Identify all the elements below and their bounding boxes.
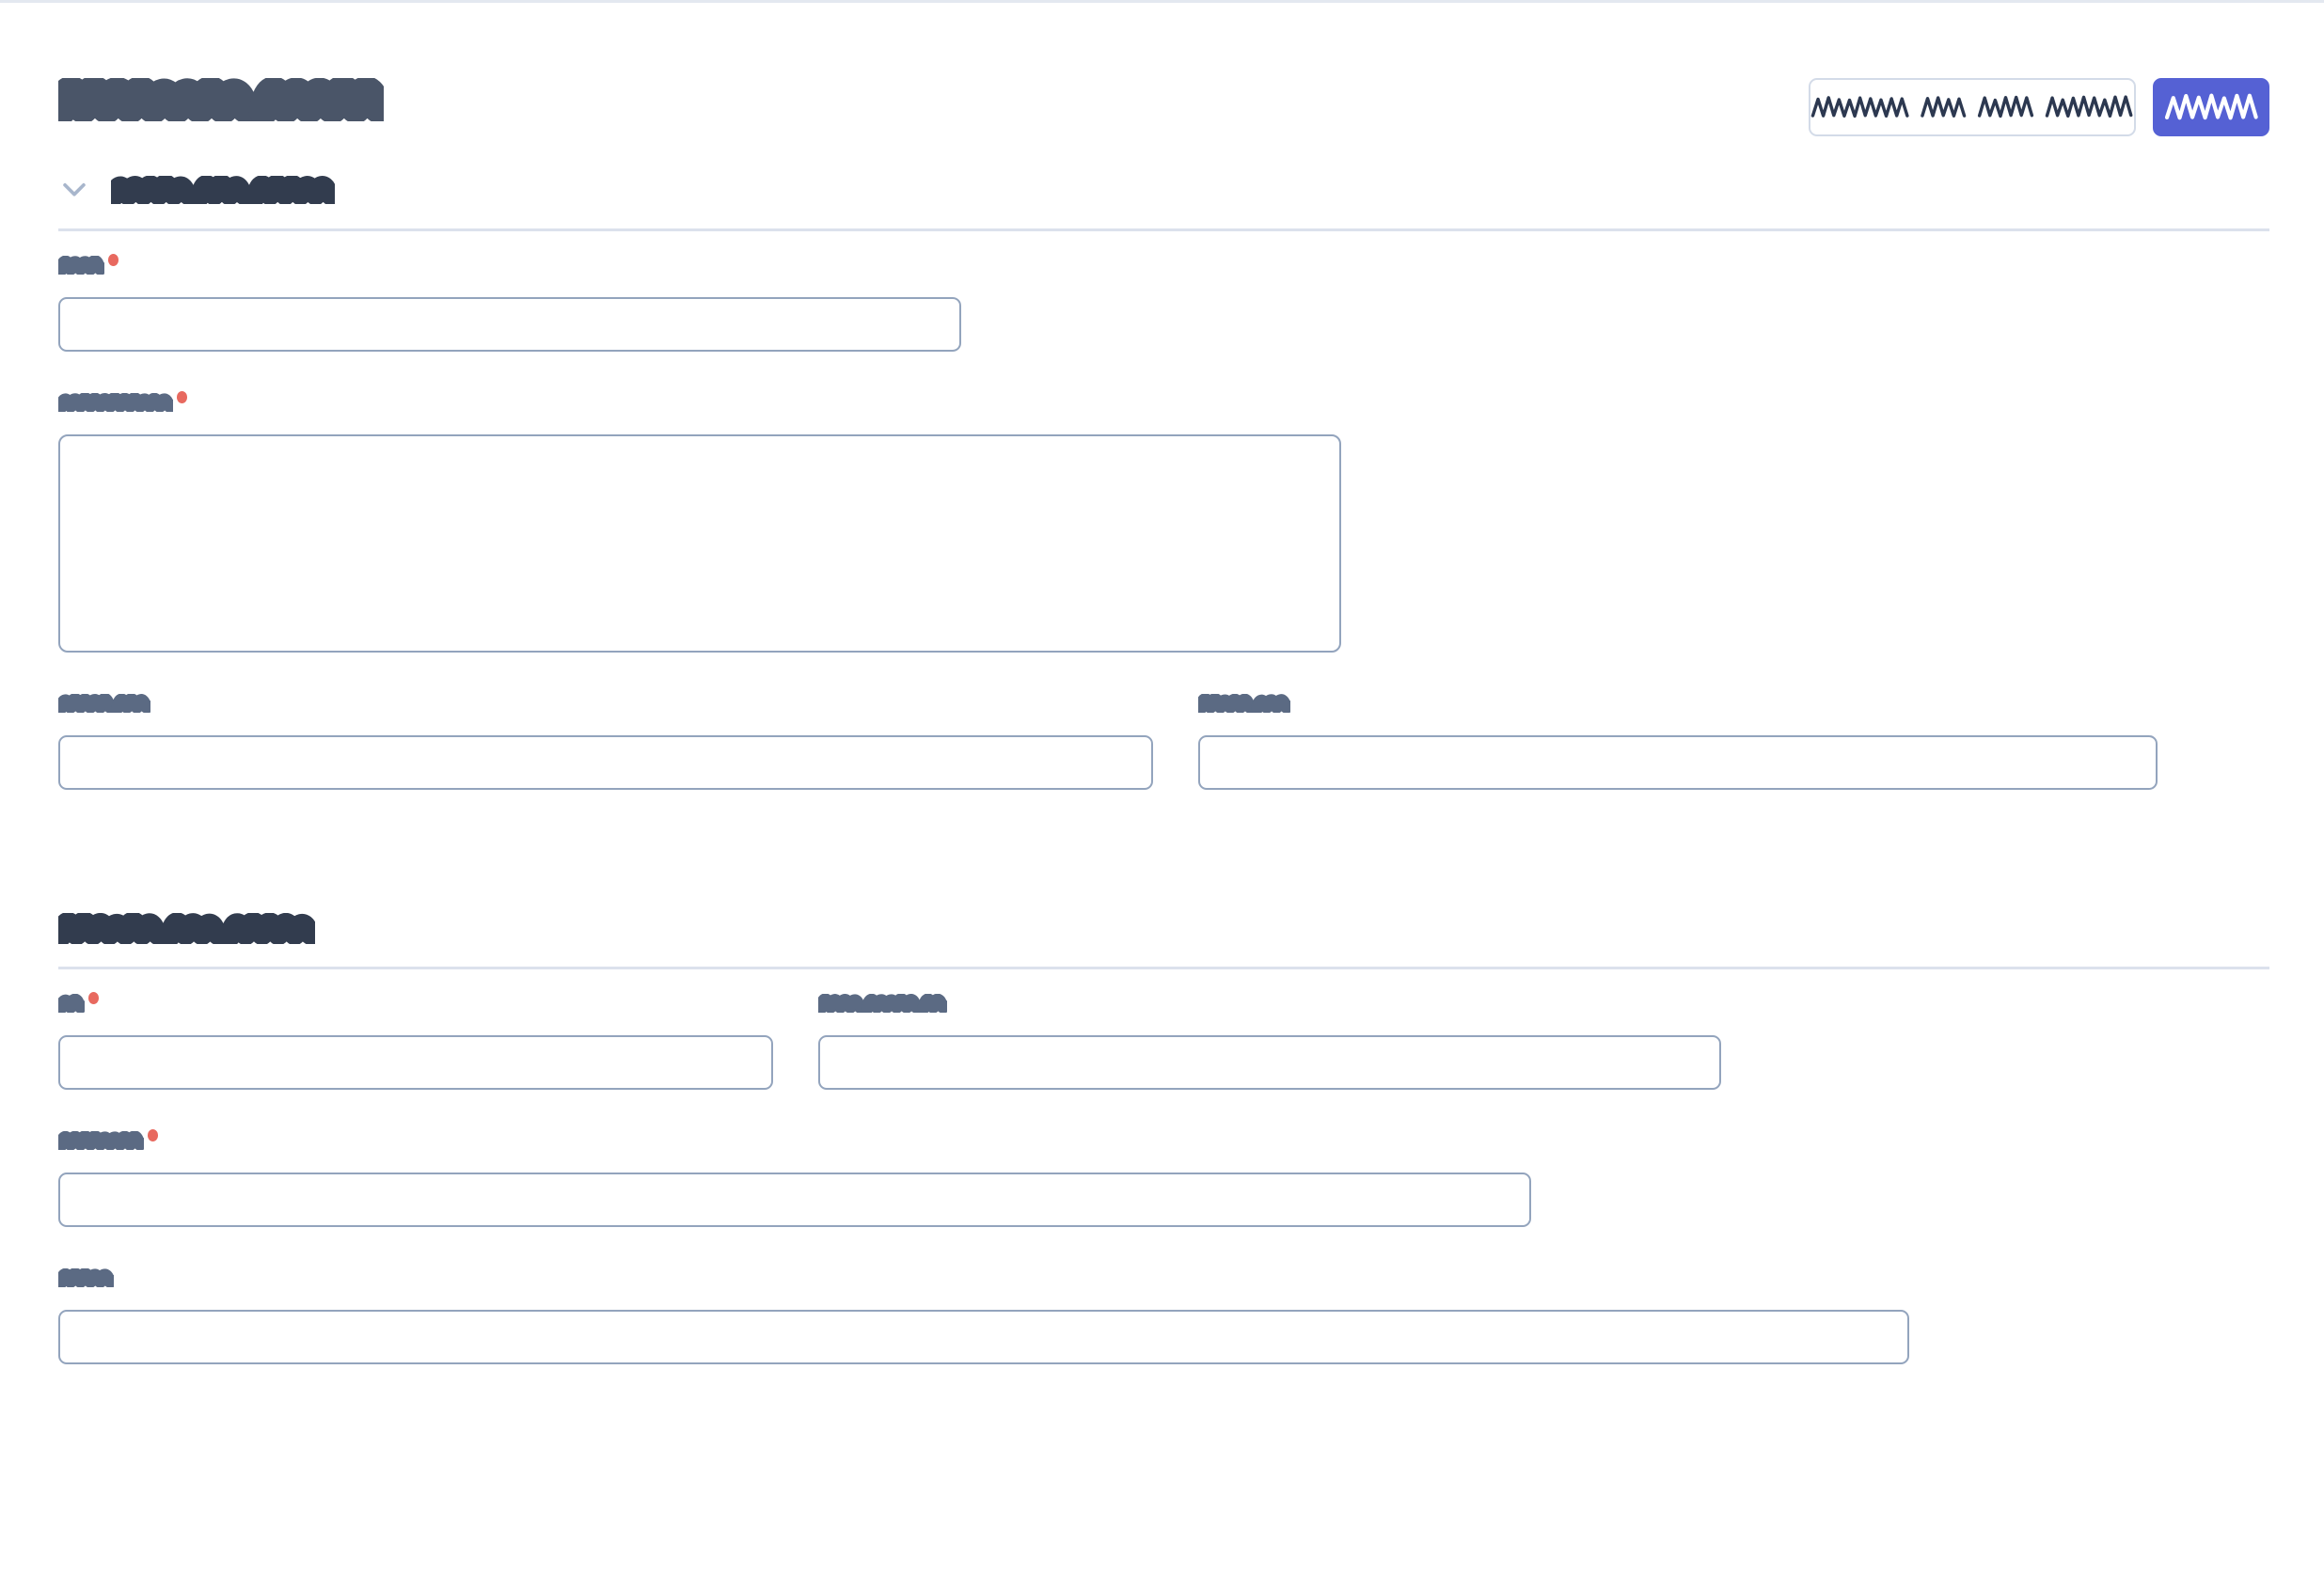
required-marker [88, 992, 99, 1004]
section-title [111, 176, 335, 204]
section-fields [58, 969, 2269, 1364]
section-title [58, 913, 315, 944]
field-label [58, 694, 1153, 722]
page-header [0, 3, 2324, 136]
section-fields [58, 231, 2269, 790]
required-marker [177, 391, 187, 403]
field-label [58, 391, 1341, 421]
secondary-action-button[interactable] [1809, 78, 2136, 136]
start-date-field [58, 694, 1153, 790]
address-field-input[interactable] [58, 1173, 1531, 1227]
field-row [58, 254, 2269, 352]
name-field [58, 254, 961, 352]
header-actions [1809, 78, 2269, 136]
id-field-input[interactable] [58, 1035, 773, 1090]
description-field-input[interactable] [58, 434, 1341, 653]
start-date-field-input[interactable] [58, 735, 1153, 790]
form-section [0, 163, 2324, 790]
field-label [58, 992, 773, 1022]
field-row [58, 391, 2269, 653]
section-divider [58, 967, 2269, 969]
page-title [58, 78, 384, 121]
field-label [1198, 694, 2158, 722]
section-spacer [0, 790, 2324, 901]
field-row-spacer [58, 352, 2269, 393]
end-date-field-input[interactable] [1198, 735, 2158, 790]
secondary-id-field [818, 994, 1721, 1090]
field-label [58, 254, 961, 284]
field-label [818, 994, 1721, 1022]
required-marker [148, 1129, 158, 1141]
address-field [58, 1129, 1531, 1227]
field-label [58, 1268, 1909, 1297]
primary-submit-button[interactable] [2153, 78, 2269, 136]
form-sections [0, 136, 2324, 1364]
field-row [58, 1129, 2269, 1227]
field-row-spacer [58, 1227, 2269, 1268]
notes-field [58, 1268, 1909, 1364]
section-header[interactable] [58, 163, 2269, 215]
name-field-input[interactable] [58, 297, 961, 352]
section-divider [58, 228, 2269, 231]
form-section [0, 901, 2324, 1364]
chevron-down-icon[interactable] [58, 173, 90, 205]
field-row [58, 992, 2269, 1090]
notes-field-input[interactable] [58, 1310, 1909, 1364]
section-header [58, 901, 2269, 953]
field-label [58, 1129, 1531, 1159]
end-date-field [1198, 694, 2158, 790]
field-row [58, 694, 2269, 790]
description-field [58, 391, 1341, 653]
form-page [0, 3, 2324, 1364]
secondary-id-field-input[interactable] [818, 1035, 1721, 1090]
field-row [58, 1268, 2269, 1364]
id-field [58, 992, 773, 1090]
field-row-spacer [58, 1090, 2269, 1131]
header-spacer [0, 136, 2324, 163]
required-marker [108, 254, 119, 266]
field-row-spacer [58, 653, 2269, 694]
